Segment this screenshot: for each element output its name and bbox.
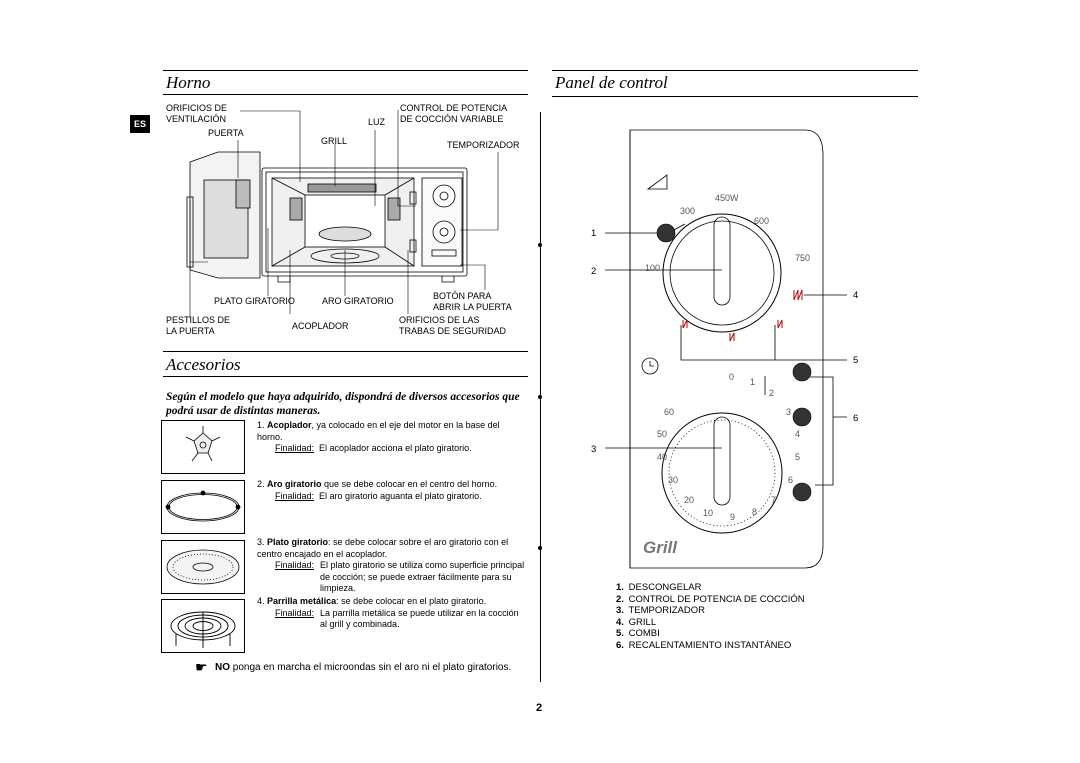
label-boton-2: ABRIR LA PUERTA [433,302,512,312]
binding-dot [538,395,542,399]
callout-4: 4 [853,290,858,301]
timer-tick: 20 [684,495,694,505]
label-orificios: ORIFICIOS DE [166,103,228,113]
legend-item: 1. DESCONGELAR [616,582,702,593]
section-title-panel: Panel de control [555,73,668,92]
binding-dot [538,243,542,247]
legend-item: 2. CONTROL DE POTENCIA DE COCCIÓN [616,593,805,605]
top-rule-right [552,70,918,71]
callout-3: 3 [591,444,596,455]
callout-1: 1 [591,228,596,239]
label-acoplador: ACOPLADOR [292,321,349,331]
label-pestillos-2: LA PUERTA [166,326,215,336]
timer-tick: 5 [795,452,800,462]
callout-2: 2 [591,266,596,277]
rule-accesorios-bottom [163,376,528,377]
power-tick: 750 [795,253,810,263]
timer-tick: 4 [795,429,800,439]
timer-tick: 40 [657,452,667,462]
accessory-item-1: 1. Acoplador, ya colocado en el eje del … [257,420,500,453]
oven-diagram [186,110,499,318]
timer-tick: 0 [729,372,734,382]
label-orificios-las-2: TRABAS DE SEGURIDAD [399,326,507,336]
timer-scale: 0 1 2 3 4 5 6 7 8 9 10 20 30 40 50 60 [657,372,800,522]
timer-tick: 9 [730,512,735,522]
language-tab: ES [130,115,150,133]
label-ventilacion: VENTILACIÓN [166,114,227,124]
accessory-image-coupler [161,420,245,474]
control-panel-diagram: 100 300 450W 600 750 0 1 2 3 4 5 6 7 8 9… [591,129,858,569]
legend-item: 4. GRILL [616,616,657,628]
timer-tick: 3 [786,407,791,417]
grill-brand-logo: Grill [643,538,678,557]
timer-tick: 10 [703,508,713,518]
power-tick: 100 [645,263,660,273]
accessory-image-roller-ring [161,480,245,534]
timer-tick: 8 [752,507,757,517]
title-rule-panel [552,96,918,97]
timer-tick: 30 [668,475,678,485]
accesorios-intro: Según el modelo que haya adquirido, disp… [166,391,520,417]
section-title-accesorios: Accesorios [166,355,241,374]
legend-item: 3. TEMPORIZADOR [616,605,705,616]
control-legend-list: 1. DESCONGELAR 2. CONTROL DE POTENCIA DE… [616,582,805,651]
callout-5: 5 [853,355,858,366]
label-boton-1: BOTÓN PARA [433,291,492,301]
accessory-item-3: 3. Plato giratorio: se debe colocar sobr… [257,537,525,593]
timer-tick: 60 [664,407,674,417]
binding-dot [538,546,542,550]
label-luz: LUZ [368,117,386,127]
label-grill: GRILL [321,136,348,146]
top-rule-left [163,70,528,71]
timer-tick: 50 [657,429,667,439]
label-control-2: DE COCCIÓN VARIABLE [400,114,504,124]
timer-tick: 2 [769,388,774,398]
label-puerta: PUERTA [208,128,244,138]
label-pestillos-1: PESTILLOS DE [166,315,231,325]
title-rule-horno [163,94,528,95]
label-aro-giratorio: ARO GIRATORIO [322,296,394,306]
pointing-hand-icon: ☛ [195,659,208,675]
legend-item: 6. RECALENTAMIENTO INSTANTÁNEO [616,639,792,651]
timer-tick: 1 [750,377,755,387]
accessory-item-4: 4. Parrilla metálica: se debe colocar en… [257,596,519,629]
warning-note: NO ponga en marcha el microondas sin el … [215,662,512,673]
power-tick: 600 [754,216,769,226]
accessory-image-turntable [161,540,245,594]
section-title-horno: Horno [166,73,211,92]
label-plato-giratorio: PLATO GIRATORIO [214,296,295,306]
callout-6: 6 [853,413,858,424]
label-temporizador: TEMPORIZADOR [447,140,520,150]
rule-accesorios-top [163,351,528,352]
timer-tick: 7 [771,495,776,505]
accessory-item-2: 2. Aro giratorio que se debe colocar en … [257,479,498,501]
timer-tick: 6 [788,475,793,485]
label-orificios-las-1: ORIFICIOS DE LAS [399,315,480,325]
label-control-1: CONTROL DE POTENCIA [400,103,508,113]
legend-item: 5. COMBI [616,628,660,639]
page-number: 2 [536,702,543,714]
accessory-image-grill-rack [161,599,245,653]
power-scale: 100 300 450W 600 750 [645,193,810,273]
power-tick: 300 [680,206,695,216]
power-tick: 450W [715,193,739,203]
